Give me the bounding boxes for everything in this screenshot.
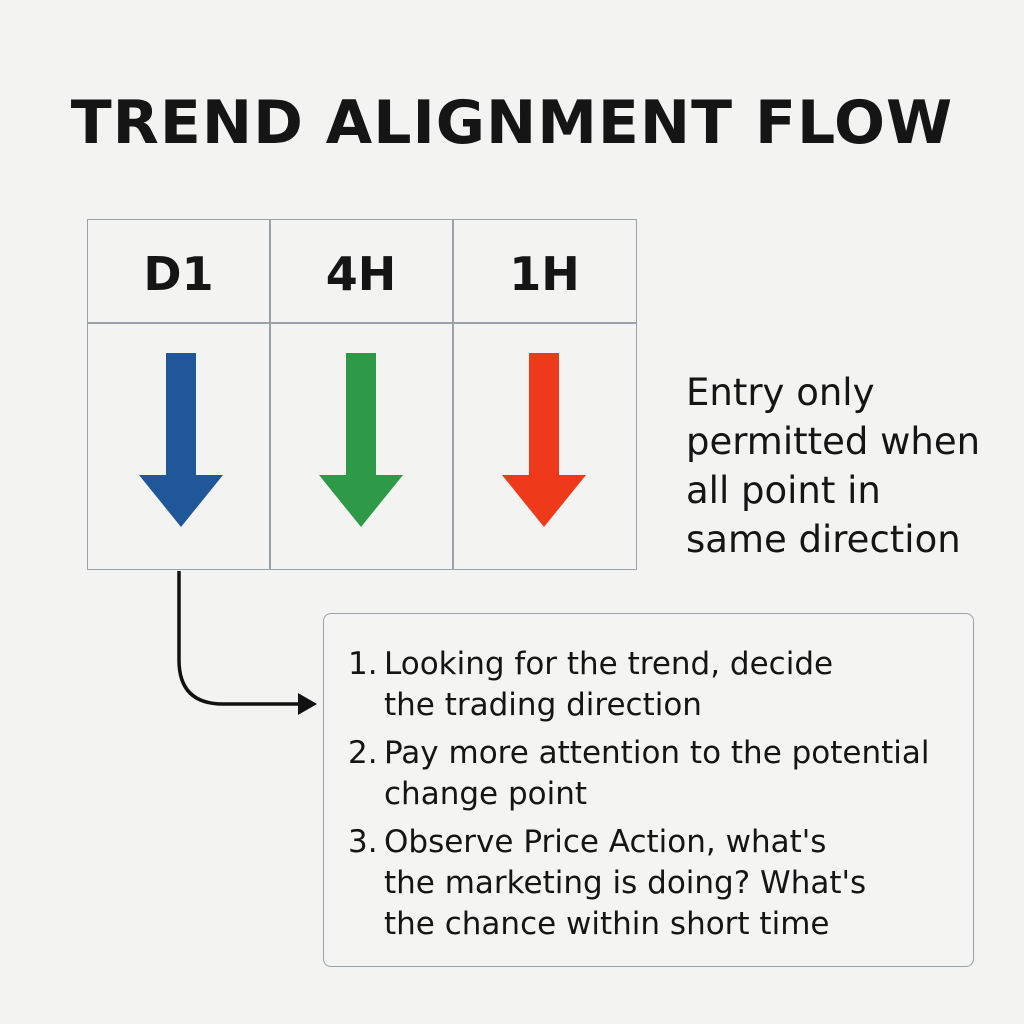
steps-box: 1. Looking for the trend, decide the tra…: [323, 613, 974, 967]
timeframe-grid: D1 4H 1H: [87, 219, 637, 570]
step-line: change point: [384, 776, 587, 812]
1h-down-arrow-icon: [502, 353, 586, 527]
step-number: 3.: [348, 824, 378, 860]
step-number: 2.: [348, 735, 378, 771]
step-line: the trading direction: [384, 687, 702, 723]
connector-line: [177, 571, 300, 706]
step-item: 1. Looking for the trend, decide the tra…: [348, 644, 833, 726]
step-item: 2. Pay more attention to the potential c…: [348, 733, 930, 815]
note-line: permitted when: [686, 420, 981, 463]
arrow-shape: [502, 353, 586, 527]
step-line: Looking for the trend, decide: [384, 646, 834, 682]
page-title: TREND ALIGNMENT FLOW: [70, 88, 954, 158]
step-item: 3. Observe Price Action, what's the mark…: [348, 822, 866, 945]
grid-divider: [269, 220, 271, 569]
d1-down-arrow-icon: [139, 353, 223, 527]
step-line: the marketing is doing? What's: [384, 865, 867, 901]
grid-divider: [88, 322, 636, 324]
arrow-shape: [139, 353, 223, 527]
note-line: same direction: [686, 518, 961, 561]
note-line: Entry only: [686, 371, 875, 414]
arrow-right-icon: [298, 693, 317, 715]
step-line: Pay more attention to the potential: [384, 735, 930, 771]
grid-divider: [452, 220, 454, 569]
4h-down-arrow-icon: [319, 353, 403, 527]
timeframe-label-1h: 1H: [509, 247, 580, 301]
step-line: the chance within short time: [384, 906, 830, 942]
entry-rule-note: Entry only permitted when all point in s…: [686, 368, 980, 564]
arrow-shape: [319, 353, 403, 527]
step-line: Observe Price Action, what's: [384, 824, 827, 860]
step-number: 1.: [348, 646, 378, 682]
note-line: all point in: [686, 469, 881, 512]
timeframe-label-4h: 4H: [325, 247, 397, 301]
timeframe-label-d1: D1: [143, 247, 214, 301]
